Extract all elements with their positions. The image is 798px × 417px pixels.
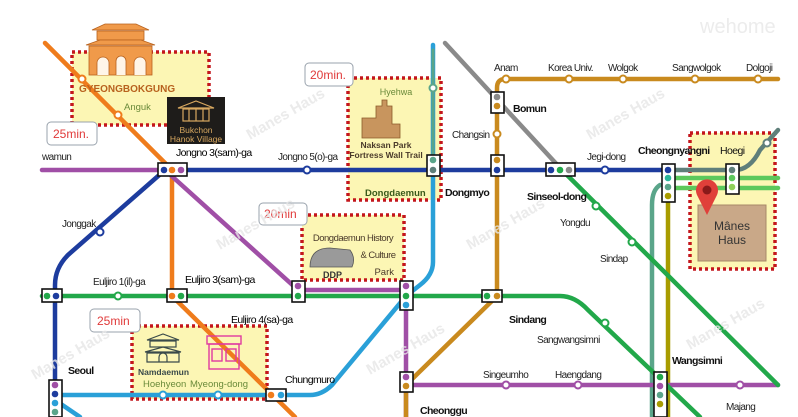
ddp-park-label: Park: [374, 267, 394, 278]
svg-text:20min.: 20min.: [310, 68, 346, 82]
transfer-ddp: [399, 280, 414, 311]
line-jungang: [649, 182, 663, 417]
fortress-wall-icon: [361, 99, 401, 139]
label-seoul: Seoul: [68, 365, 94, 377]
label-chungmuro: Chungmuro: [285, 374, 335, 386]
label-euljiro3: Euljiro 3(sam)-ga: [185, 274, 256, 286]
label-sangwangsimni: Sangwangsimni: [537, 335, 600, 346]
label-sinseoldong: Sinseol-dong: [527, 191, 586, 203]
palace-icon: [85, 23, 156, 76]
label-dongmyo: Dongmyo: [445, 187, 489, 199]
station-labels: wamun Jongno 3(sam)-ga Jongno 5(o)-ga Do…: [41, 63, 773, 417]
shop-icon: [206, 335, 242, 370]
ddp-name-label: Dongdaemun History: [313, 233, 394, 244]
transfer-cheongnyangni: [661, 163, 676, 203]
svg-text:25min: 25min: [97, 314, 130, 328]
label-wolgok: Wolgok: [608, 63, 639, 74]
transfer-cheonggu: [399, 371, 414, 393]
dongdaemun-label: Dongdaemun: [365, 188, 426, 199]
wehome-watermark: wehome: [699, 16, 776, 38]
badge-naksan-time: 20min.: [304, 62, 354, 87]
ddp-area: [300, 213, 406, 282]
transfer-euljiro4: [291, 280, 306, 303]
label-bomun: Bomun: [513, 103, 546, 115]
transfer-city-hall: [41, 288, 63, 303]
badge-gyeongbokgung-time: 25min.: [46, 121, 98, 146]
label-singeumho: Singeumho: [483, 370, 529, 381]
transfer-dongdaemun: [426, 154, 441, 177]
label-cheonggu: Cheonggu: [420, 405, 467, 417]
transfer-sinseoldong: [545, 162, 576, 177]
transfer-wangsimni: [653, 371, 668, 417]
namdaemun-label: Namdaemun: [138, 367, 189, 377]
label-jongno3: Jongno 3(sam)-ga: [176, 147, 252, 159]
label-jegidong: Jegi-dong: [587, 152, 626, 163]
label-gwanghwamun: wamun: [41, 152, 71, 163]
myeongdong-label: Myeong-dong: [190, 379, 248, 390]
attraction-namdaemun[interactable]: Namdaemun Hoehyeon Myeong-dong: [138, 333, 248, 390]
attraction-manes-haus[interactable]: Mânes Haus: [696, 179, 767, 262]
label-euljiro4: Euljiro 4(sa)-ga: [231, 314, 293, 326]
label-yongdu: Yongdu: [560, 218, 590, 229]
label-jonggak: Jonggak: [62, 219, 97, 230]
naksan-label: Naksan Park: [360, 140, 411, 150]
ddp-building-icon: [309, 247, 354, 268]
fortress-trail-label: Fortress Wall Trail: [349, 150, 422, 160]
transfer-jongno3: [157, 162, 188, 177]
attraction-bukchon[interactable]: Bukchon Hanok Village: [167, 97, 225, 144]
line-1: [52, 167, 671, 417]
transfer-chungmuro: [265, 388, 287, 402]
badge-namdaemun-time: 25min: [89, 308, 141, 333]
badge-ddp-time: 20min: [258, 202, 308, 226]
manes-label: Mânes: [714, 219, 750, 233]
label-sindang: Sindang: [509, 314, 546, 326]
transfer-hoegi: [725, 163, 740, 195]
label-jongno5: Jongno 5(o)-ga: [278, 152, 338, 163]
attraction-ddp[interactable]: Dongdaemun History & Culture Park DDP: [309, 233, 396, 280]
label-cheongnyangni: Cheongnyangni: [638, 145, 710, 157]
label-sangwolgok: Sangwolgok: [672, 63, 722, 74]
hyehwa-label: Hyehwa: [380, 87, 413, 97]
hanok-village-label: Hanok Village: [170, 134, 223, 144]
label-hoegi: Hoegi: [720, 145, 745, 157]
transfer-sindang: [481, 289, 503, 303]
label-euljiro1: Euljiro 1(il)-ga: [93, 277, 146, 288]
transfer-dongmyo: [490, 154, 505, 177]
label-haengdang: Haengdang: [555, 370, 601, 381]
label-wangsimni: Wangsimni: [672, 355, 723, 367]
transfer-seoul: [48, 379, 63, 417]
attraction-gyeongbokgung[interactable]: GYEONGBOKGUNG Anguk: [79, 23, 175, 113]
anguk-label: Anguk: [124, 102, 151, 113]
label-koreauniv: Korea Univ.: [548, 63, 593, 74]
svg-text:25min.: 25min.: [53, 127, 89, 141]
ddp-short-label: DDP: [323, 270, 342, 280]
label-anam: Anam: [494, 63, 518, 74]
label-dolgoji: Dolgoji: [746, 63, 773, 74]
svg-text:20min: 20min: [264, 207, 297, 221]
label-majang: Majang: [726, 402, 755, 413]
ddp-culture-label: & Culture: [360, 250, 395, 261]
attraction-naksan[interactable]: Hyehwa Naksan Park Fortress Wall Trail D…: [349, 87, 426, 199]
naksan-area: [346, 76, 443, 202]
location-pin-icon: [696, 179, 719, 215]
namdaemun-gate-icon: [144, 333, 182, 363]
bukchon-label: Bukchon: [179, 125, 212, 135]
stations: [77, 74, 772, 400]
hoehyeon-label: Hoehyeon: [143, 379, 186, 390]
transfer-euljiro3: [166, 288, 188, 303]
line-3: [42, 40, 298, 417]
transfer-bomun: [490, 91, 505, 114]
gyeongbokgung-label: GYEONGBOKGUNG: [79, 84, 175, 95]
haus-label: Haus: [718, 233, 746, 247]
transfer-stations: [41, 91, 740, 417]
label-changsin: Changsin: [452, 130, 489, 141]
hanok-icon: [177, 100, 215, 122]
label-sindap: Sindap: [600, 254, 629, 265]
